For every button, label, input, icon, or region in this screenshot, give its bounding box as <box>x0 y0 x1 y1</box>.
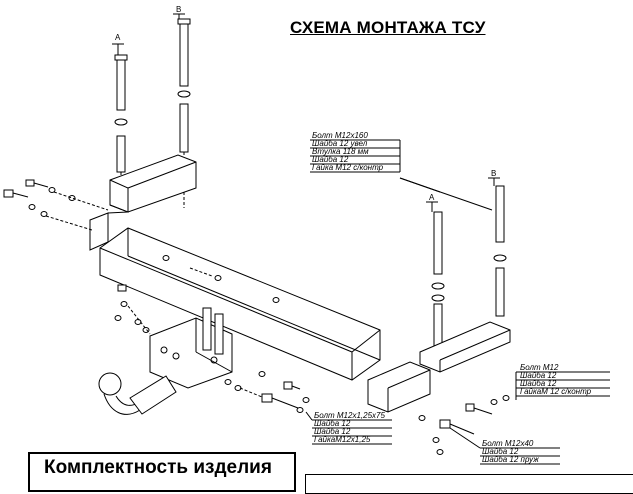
callout-bottom-line: Шайба 12 пруж <box>482 455 539 464</box>
lower-horizontal-bolt <box>239 381 310 413</box>
callout-top-line: Шайба 12 увел <box>312 139 368 148</box>
callout-top-line: Гайка М12 с/контр <box>312 163 384 172</box>
callout-right-line: Шайба 12 <box>520 371 557 380</box>
callout-top: Болт М12х160 Шайба 12 увел Втулка 118 мм… <box>312 131 384 172</box>
tow-mount-plate <box>149 307 233 389</box>
assembly-diagram: СХЕМА МОНТАЖА ТСУ <box>3 5 633 494</box>
callout-bottom: Болт М12х40 Шайба 12 Шайба 12 пруж <box>482 439 539 464</box>
left-horizontal-bolts <box>3 179 109 231</box>
marker-b-right: B <box>491 169 496 178</box>
callout-leaders <box>305 139 610 465</box>
left-bolt-stack-b <box>173 13 191 208</box>
marker-b-left: B <box>176 5 181 14</box>
right-small-fasteners <box>418 395 510 455</box>
right-bolt-stack-b <box>488 177 507 317</box>
right-side-bracket <box>367 321 511 413</box>
left-side-bracket <box>89 154 197 251</box>
tow-ball <box>98 372 177 415</box>
callout-top-line: Шайба 12 <box>312 155 349 164</box>
kit-contents-heading: Комплектность изделия <box>44 457 272 478</box>
callout-left-bottom-line: Шайба 12 <box>314 427 351 436</box>
callout-top-line: Болт М12х160 <box>312 131 368 140</box>
marker-a-right: A <box>429 193 435 202</box>
callout-left-bottom-line: Болт М12х1,25х75 <box>314 411 385 420</box>
main-cross-beam <box>99 227 381 381</box>
page-title: СХЕМА МОНТАЖА ТСУ <box>290 18 486 37</box>
kit-contents-box: Комплектность изделия <box>28 452 296 492</box>
callout-right-line: Шайба 12 <box>520 379 557 388</box>
callout-right-line: ГайкаМ 12 с/контр <box>520 387 592 396</box>
right-bolt-stack-a <box>426 201 445 347</box>
callout-left-bottom: Болт М12х1,25х75 Шайба 12 Шайба 12 Гайка… <box>314 411 385 444</box>
callout-bottom-line: Болт М12х40 <box>482 439 534 448</box>
callout-left-bottom-line: Шайба 12 <box>314 419 351 428</box>
section-markers: A B A B <box>115 5 496 202</box>
callout-bottom-line: Шайба 12 <box>482 447 519 456</box>
marker-a-left: A <box>115 33 121 42</box>
diagram-drawing: A B A B Болт М12х160 Шайба 12 увел Втулк… <box>3 5 610 465</box>
spec-table-box <box>305 474 633 494</box>
callout-right: Болт М12 Шайба 12 Шайба 12 ГайкаМ 12 с/к… <box>520 363 592 396</box>
center-small-fasteners <box>114 284 266 391</box>
callout-top-line: Втулка 118 мм <box>312 147 369 156</box>
callout-left-bottom-line: ГайкаМ12х1,25 <box>314 435 371 444</box>
callout-right-line: Болт М12 <box>520 363 559 372</box>
